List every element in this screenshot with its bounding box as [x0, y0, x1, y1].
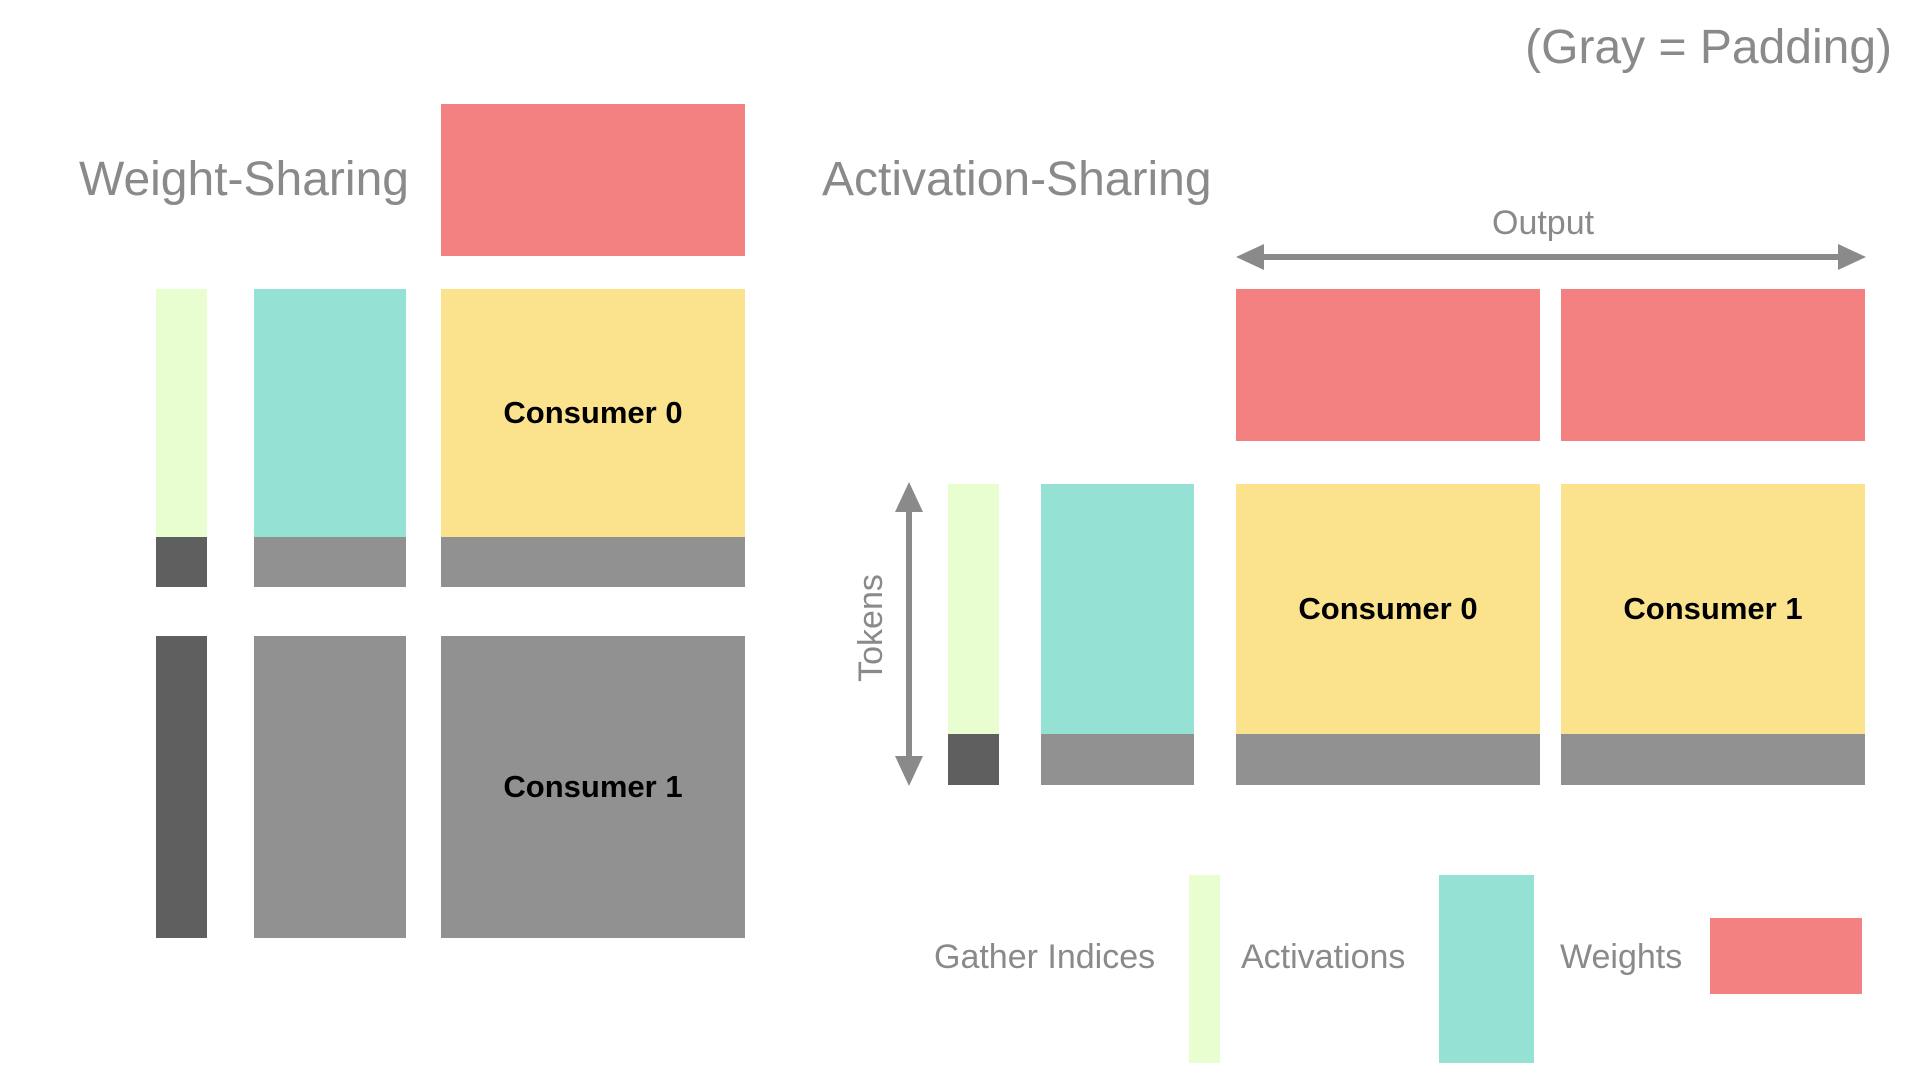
output-arrow-right-head	[1838, 244, 1866, 270]
ws-consumer-0-label: Consumer 0	[503, 395, 683, 430]
ws-activations-c1-padding	[254, 636, 406, 938]
ws-gather-indices-c0	[156, 289, 207, 537]
legend-activations-label: Activations	[1241, 938, 1406, 976]
as-consumer-0: Consumer 0	[1236, 484, 1540, 734]
tokens-arrow	[895, 482, 923, 786]
legend-gather-indices-label: Gather Indices	[934, 938, 1156, 976]
output-label: Output	[1492, 204, 1595, 242]
tokens-arrow-bottom-head	[895, 756, 923, 786]
as-weights-c1	[1561, 289, 1865, 441]
ws-consumer-1-label: Consumer 1	[503, 769, 683, 804]
tokens-label: Tokens	[852, 574, 890, 682]
tokens-arrow-top-head	[895, 482, 923, 512]
ws-consumer-0-padding	[441, 537, 745, 587]
as-activations-padding	[1041, 734, 1194, 785]
as-gather-indices	[948, 484, 999, 734]
legend-weights-swatch	[1710, 918, 1862, 994]
as-weights-c0	[1236, 289, 1540, 441]
weight-sharing-title: Weight-Sharing	[79, 153, 409, 206]
as-consumer-1: Consumer 1	[1561, 484, 1865, 734]
as-consumer-1-label: Consumer 1	[1623, 591, 1803, 626]
legend-weights-label: Weights	[1560, 938, 1683, 976]
padding-note: (Gray = Padding)	[1525, 21, 1892, 74]
legend-activations-swatch	[1439, 875, 1534, 1063]
activation-sharing-title: Activation-Sharing	[822, 153, 1212, 206]
as-activations	[1041, 484, 1194, 734]
as-consumer-1-padding	[1561, 734, 1865, 785]
output-arrow	[1236, 244, 1866, 270]
as-indices-padding	[948, 734, 999, 785]
as-consumer-0-padding	[1236, 734, 1540, 785]
ws-weights-block	[441, 104, 745, 256]
output-arrow-left-head	[1236, 244, 1264, 270]
ws-activations-c0	[254, 289, 406, 537]
ws-consumer-0: Consumer 0	[441, 289, 745, 537]
ws-activations-padding-c0	[254, 537, 406, 587]
ws-indices-padding-c0	[156, 537, 207, 587]
legend-gather-indices-swatch	[1189, 875, 1220, 1063]
ws-gather-indices-c1-padding	[156, 636, 207, 938]
as-consumer-0-label: Consumer 0	[1298, 591, 1478, 626]
ws-consumer-1: Consumer 1	[441, 636, 745, 938]
